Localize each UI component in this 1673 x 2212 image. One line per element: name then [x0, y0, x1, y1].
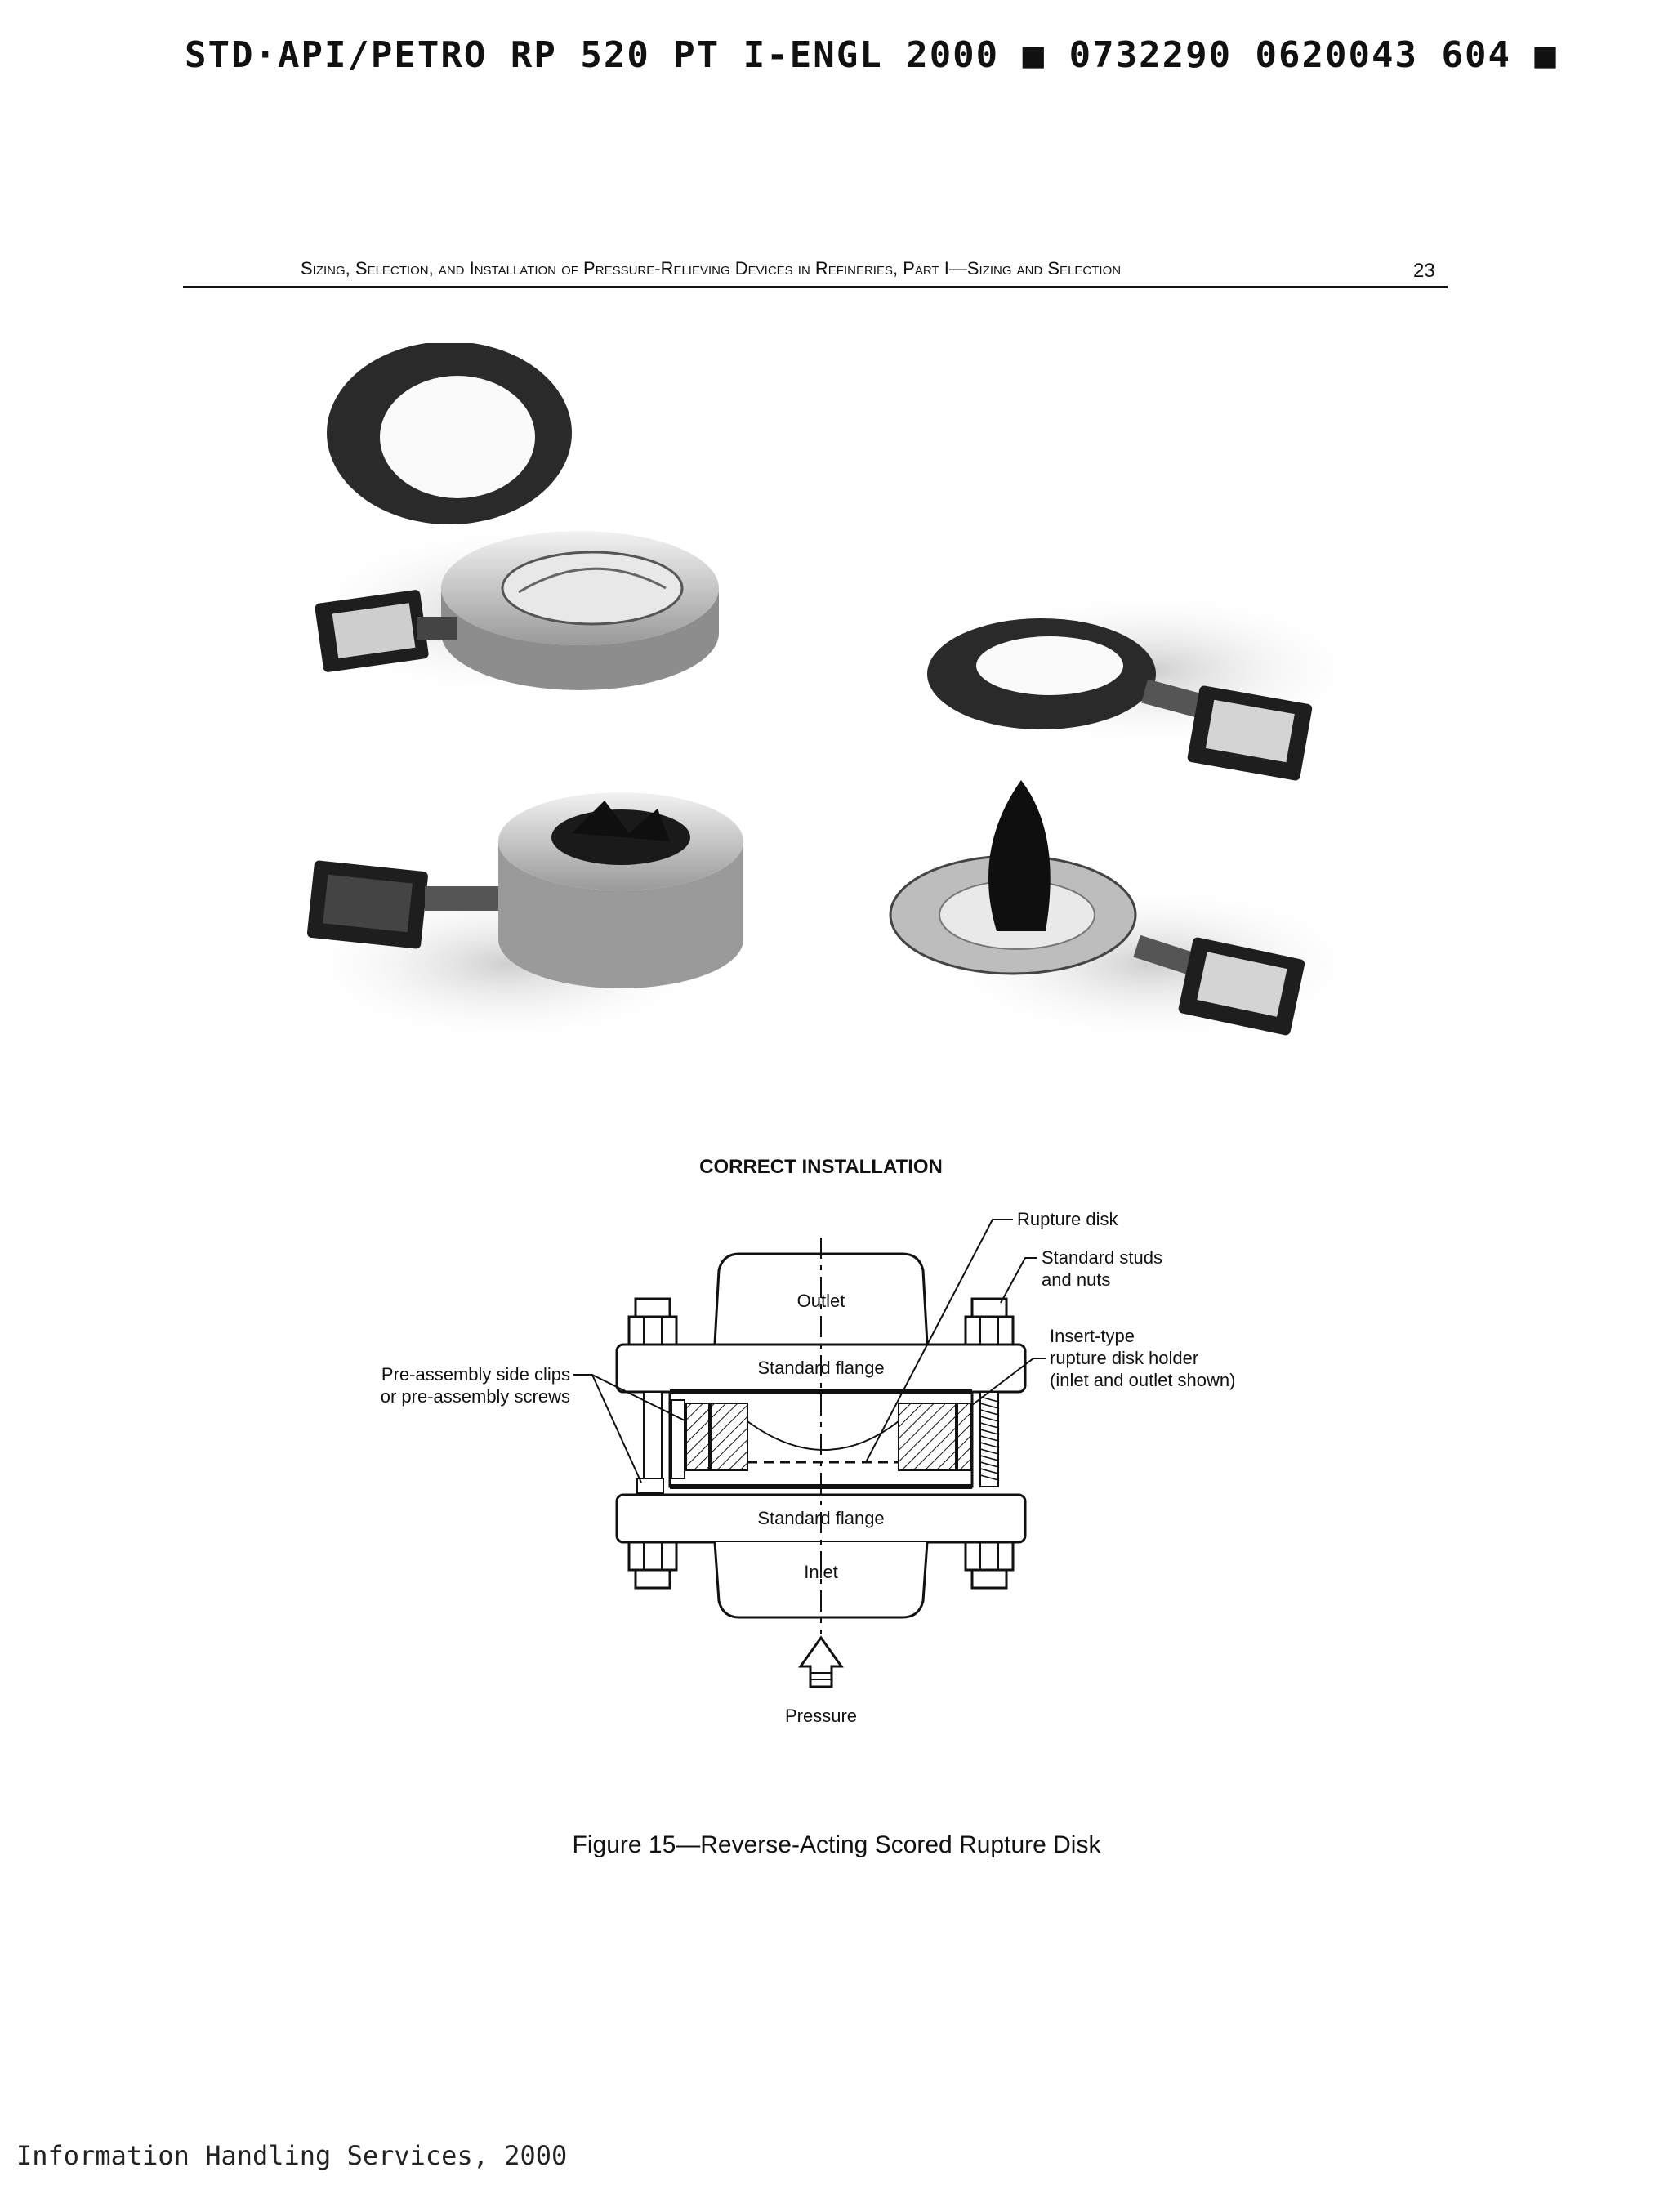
header-rule — [183, 286, 1448, 288]
figure-caption: Figure 15—Reverse-Acting Scored Rupture … — [572, 1831, 1101, 1858]
photo-ruptured-flat-disk — [889, 780, 1372, 1046]
holder-leader — [971, 1358, 1046, 1406]
rupture-disk-label: Rupture disk — [1017, 1209, 1119, 1229]
left-stud — [643, 1391, 663, 1487]
diagram-title: CORRECT INSTALLATION — [699, 1156, 943, 1178]
running-title: Sizing, Selection, and Installation of P… — [301, 258, 1122, 279]
photo-flat-holder — [927, 588, 1372, 781]
top-flange-label: Standard flange — [757, 1358, 884, 1378]
page-number: 23 — [1413, 260, 1435, 282]
footer-text: Information Handling Services, 2000 — [16, 2140, 568, 2171]
document-stamp: STD·API/PETRO RP 520 PT I-ENGL 2000 ■ 07… — [185, 34, 1558, 76]
inlet-label: Inlet — [804, 1562, 838, 1582]
clips-leader — [573, 1374, 687, 1483]
studs-label-line2: and nuts — [1042, 1269, 1110, 1290]
rupture-disk-photos — [294, 343, 1372, 1046]
holder-label-line1: Insert-type — [1050, 1326, 1135, 1346]
right-stud — [979, 1391, 999, 1487]
photo-open-holder — [294, 343, 719, 702]
bottom-flange-label: Standard flange — [757, 1508, 884, 1528]
pressure-arrow — [798, 1635, 844, 1688]
lower-left-nut — [627, 1541, 678, 1590]
pre-assembly-clip — [636, 1478, 664, 1494]
clips-label-line1: Pre-assembly side clips — [381, 1364, 570, 1385]
upper-left-nut — [627, 1297, 678, 1346]
rupture-disk-holder — [668, 1389, 974, 1489]
pressure-label: Pressure — [785, 1706, 857, 1726]
holder-label-line2: rupture disk holder — [1050, 1348, 1198, 1368]
photo-ruptured-holder — [294, 792, 743, 1046]
clips-label-line2: or pre-assembly screws — [381, 1386, 570, 1407]
studs-label-line1: Standard studs — [1042, 1247, 1162, 1268]
studs-leader — [1000, 1257, 1037, 1304]
installation-diagram: CORRECT INSTALLATION — [381, 1156, 1236, 1726]
lower-right-nut — [964, 1541, 1015, 1590]
outlet-label: Outlet — [797, 1291, 845, 1311]
upper-right-nut — [964, 1297, 1015, 1346]
holder-label-line3: (inlet and outlet shown) — [1050, 1370, 1235, 1390]
rupture-disk-leader — [865, 1219, 1013, 1463]
